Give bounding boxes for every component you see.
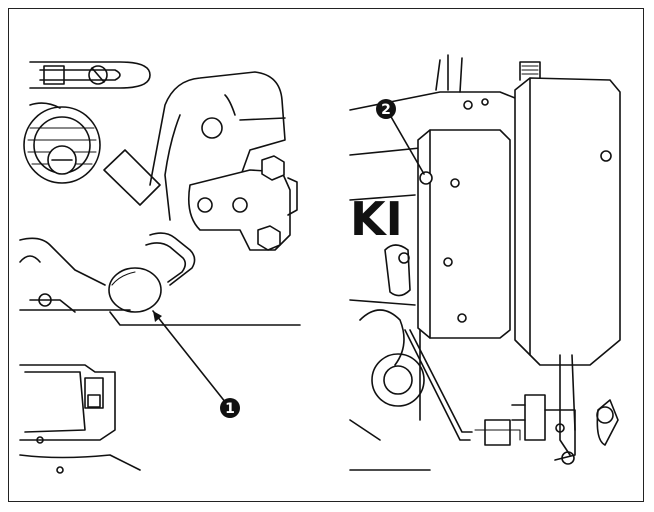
- callout-2-leader: [389, 114, 425, 175]
- callout-2: 2: [376, 99, 396, 119]
- callout-1-leader: [152, 310, 227, 404]
- right-mechanism-drawing: [349, 54, 621, 471]
- callout-1: 1: [220, 398, 240, 418]
- callout-1-arrowhead: [153, 311, 162, 322]
- left-mechanism-drawing: [19, 61, 301, 474]
- callout-2-label: 2: [381, 102, 391, 118]
- callout-1-label: 1: [225, 401, 235, 417]
- brand-mark-text: KI: [350, 192, 403, 246]
